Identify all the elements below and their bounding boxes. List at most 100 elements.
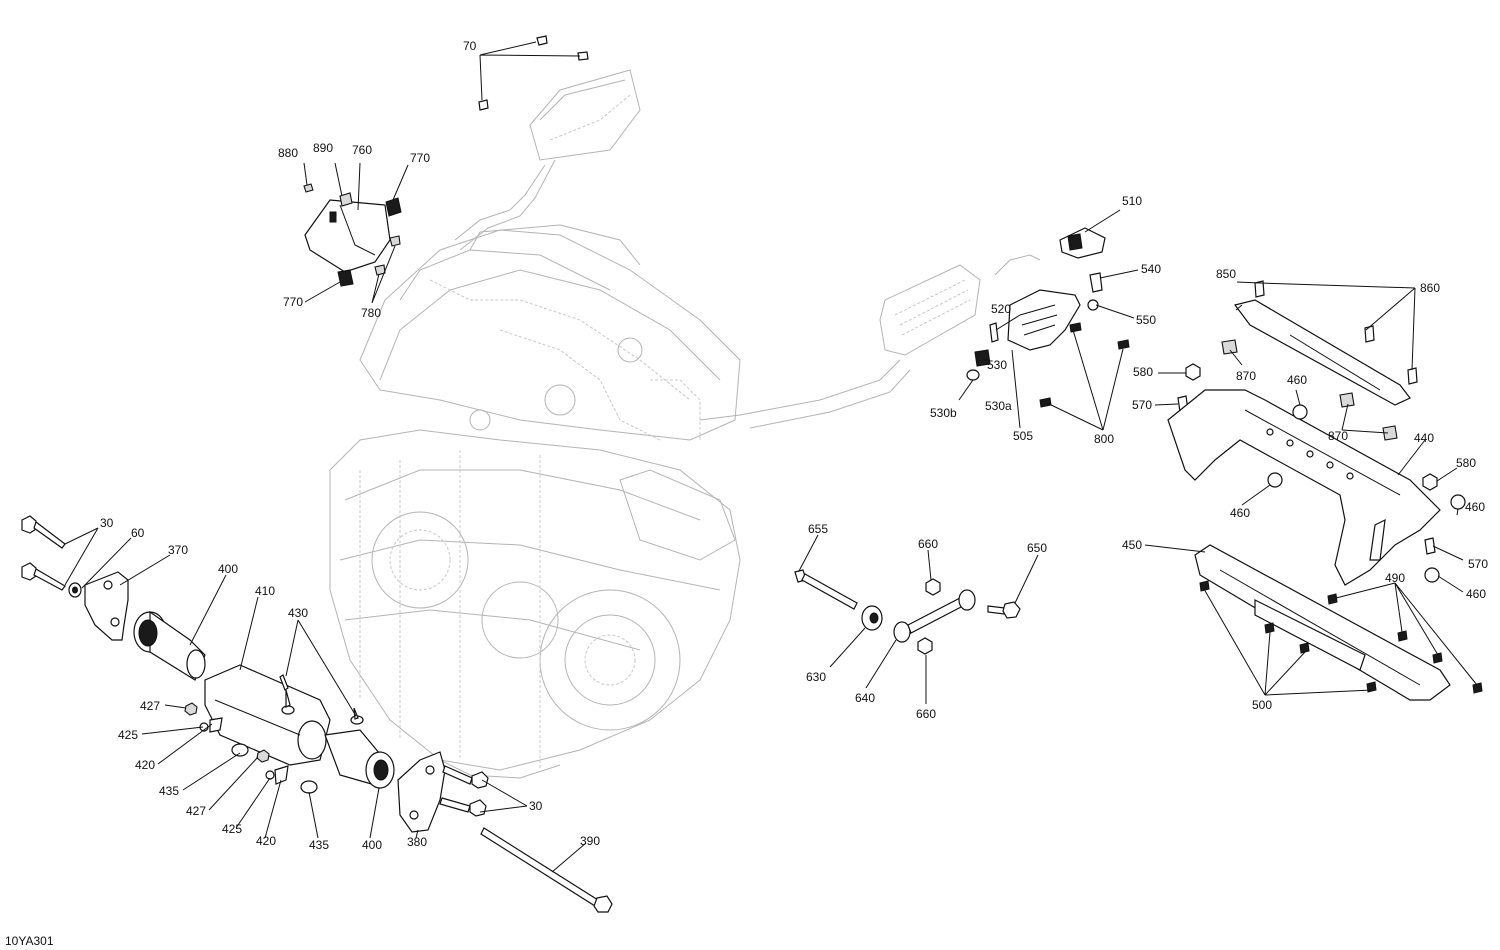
callout-430: 430 [288,606,308,620]
callout-530b: 530b [930,406,957,420]
grommet-460-a [1292,404,1308,420]
callout-420-lower: 420 [256,834,276,848]
cooler-ghost [699,254,1041,429]
bolt-655 [794,569,858,610]
nut-770-upper [385,197,402,217]
callout-435-upper: 435 [159,784,179,798]
callout-500: 500 [1252,698,1272,712]
callout-427-upper: 427 [140,699,160,713]
callout-460-middle: 460 [1230,506,1250,520]
callout-425-lower: 425 [222,822,242,836]
bolt-30-lower [21,562,66,591]
callout-400-left: 400 [218,562,238,576]
callout-30-upper: 30 [100,516,114,530]
callout-570-upper: 570 [1132,398,1152,412]
callout-510: 510 [1122,194,1142,208]
callout-460-lower: 460 [1466,587,1486,601]
callout-380: 380 [407,835,427,849]
callout-570-lower: 570 [1468,557,1488,571]
callout-850: 850 [1216,267,1236,281]
washer-60 [68,582,82,598]
spacer-530b [966,369,980,381]
callout-390: 390 [580,834,600,848]
bracket-370 [84,571,129,641]
callout-660-lower: 660 [916,707,936,721]
nuts-500 [1199,580,1377,693]
bracket-760 [304,199,391,273]
clip-420-upper [209,717,223,733]
screws-800 [1039,322,1130,408]
clip-870-lower [1339,392,1398,441]
bracket-505 [1007,289,1081,351]
callout-870-upper: 870 [1236,369,1256,383]
callout-460-upper: 460 [1287,373,1307,387]
bolt-30-right-lower [439,797,487,817]
bolt-540 [1089,272,1103,293]
callout-770-upper: 770 [410,151,430,165]
callout-30-lower: 30 [529,799,543,813]
bolt-430-a [279,674,295,715]
callout-450: 450 [1122,538,1142,552]
bolt-430-b [350,707,364,725]
callout-440: 440 [1414,431,1434,445]
callout-640: 640 [855,691,875,705]
callout-410: 410 [255,584,275,598]
bushing-435-lower [300,780,318,794]
plate-850 [1233,299,1411,406]
housing-410 [204,664,331,766]
mount-400-right [324,729,395,789]
callout-60: 60 [131,526,145,540]
callout-70: 70 [463,39,477,53]
bolt-780 [374,235,401,276]
leader-lines [64,41,1478,873]
callout-530: 530 [987,358,1007,372]
bolt-650 [987,601,1021,619]
grommet-530 [974,349,991,367]
crossmember-440 [1167,389,1441,586]
callout-425-upper: 425 [118,728,138,742]
callout-540: 540 [1141,262,1161,276]
callout-630: 630 [806,670,826,684]
callout-530a: 530a [985,399,1012,413]
nut-660-lower [917,637,933,655]
callout-890: 890 [313,141,333,155]
callout-460-right: 460 [1465,500,1485,514]
washer-550 [1087,299,1099,311]
mount-400-left [133,610,206,681]
grommet-460-c [1450,494,1466,510]
callout-580-upper: 580 [1133,365,1153,379]
callout-655: 655 [808,522,828,536]
nut-580-upper [1185,363,1201,381]
diagram-code: 10YA301 [5,934,54,948]
bolt-30-upper [21,515,66,549]
callout-550: 550 [1136,313,1156,327]
link-rod-640 [893,589,976,643]
callout-490: 490 [1385,571,1405,585]
callout-770-lower: 770 [283,295,303,309]
sensor-510 [1059,227,1106,259]
bolt-570-lower [1424,537,1436,555]
callout-660-upper: 660 [918,537,938,551]
callout-427-lower: 427 [186,804,206,818]
rail-450 [1194,544,1451,701]
callout-780: 780 [361,306,381,320]
callout-800: 800 [1094,432,1114,446]
nut-660-upper [925,578,941,596]
callout-870-lower: 870 [1328,429,1348,443]
grommet-460-d [1424,567,1440,583]
callout-400-right: 400 [362,838,382,852]
callout-860: 860 [1420,281,1440,295]
callout-580-lower: 580 [1456,456,1476,470]
callout-370: 370 [168,543,188,557]
clip-420-lower [274,765,289,785]
screw-880 [303,183,314,193]
spacer-630 [861,605,883,631]
callout-880: 880 [278,146,298,160]
callout-505: 505 [1013,429,1033,443]
engine-ghost-outline [329,224,741,779]
nuts-490 [1327,593,1483,694]
nut-770-lower [337,269,354,287]
bracket-380 [397,751,446,833]
washer-425-lower [265,770,275,780]
